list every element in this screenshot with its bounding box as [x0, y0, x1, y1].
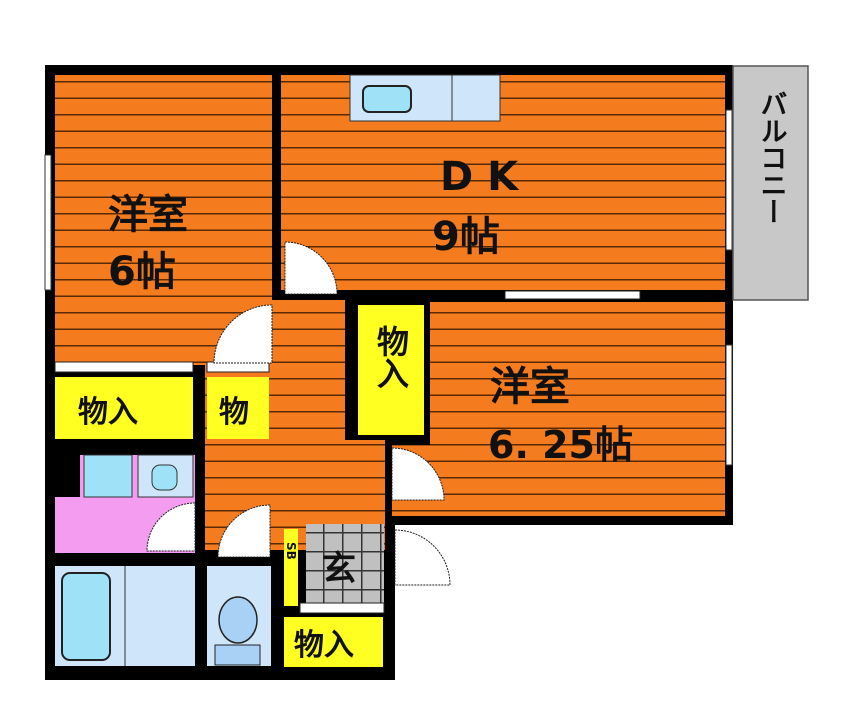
dk-size: 9帖: [432, 214, 500, 260]
door-entrance: [394, 529, 451, 586]
door-dk: [284, 241, 338, 295]
bedroom-2-size: 6. 25帖: [488, 423, 633, 467]
bathtub-icon: [61, 572, 111, 661]
dk-name: D K: [440, 154, 520, 200]
closet-3: [358, 305, 424, 435]
balcony-label: バルコニー: [756, 90, 787, 225]
toilet-icon: [218, 596, 258, 644]
closet-4-label: 物入: [294, 628, 354, 663]
balcony: [732, 65, 809, 301]
closet-3-label: 物入: [372, 325, 410, 389]
window-right: [725, 344, 733, 466]
washing-machine-icon: [83, 454, 133, 498]
bedroom-1-name: 洋室: [108, 192, 188, 238]
closet-1: [55, 377, 193, 439]
door-washroom: [146, 502, 196, 552]
shoebox: [284, 529, 298, 606]
closet-4: [284, 617, 383, 667]
bedroom-2-name: 洋室: [490, 364, 570, 410]
shoebox-label: SB: [284, 542, 298, 560]
hallway-floor-right: [345, 445, 385, 525]
entrance-label: 玄: [322, 549, 356, 589]
washroom-corner: [55, 455, 80, 497]
window-left: [44, 154, 52, 291]
door-toilet: [217, 504, 271, 558]
door-bedroom2: [391, 447, 445, 501]
closet-1-label: 物入: [78, 395, 138, 430]
bedroom-2-floor: [430, 302, 725, 516]
bedroom-1-size: 6帖: [108, 249, 176, 295]
sink-icon: [362, 85, 412, 113]
door-bedroom1: [213, 304, 273, 364]
entrance-tiles: [306, 524, 384, 606]
window-dk: [725, 109, 733, 251]
closet-2-label: 物: [219, 395, 249, 430]
closet-2: [207, 377, 269, 439]
